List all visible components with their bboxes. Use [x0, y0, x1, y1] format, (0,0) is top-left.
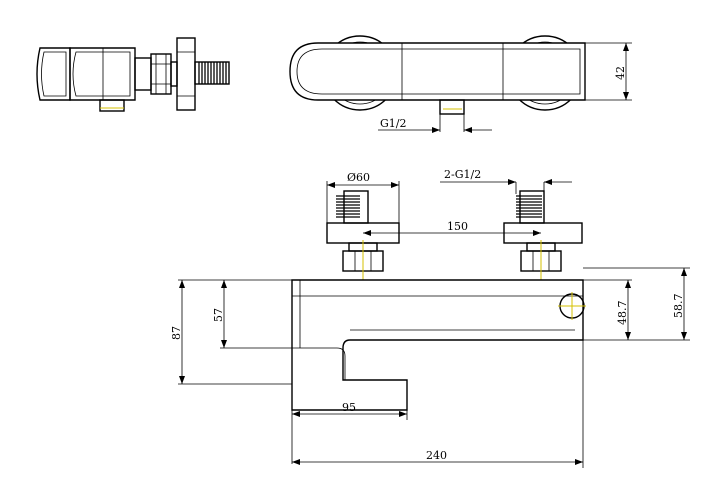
dim-48-7: 48.7: [616, 301, 629, 326]
dim-g12-side: G1/2: [380, 117, 407, 130]
dim-240: 240: [426, 449, 447, 462]
dim-57: 57: [212, 308, 225, 322]
left-inlet-thread: [336, 195, 360, 218]
dim-diameter-60: Ø60: [347, 171, 370, 184]
dim-42: 42: [614, 66, 627, 80]
side-view: 42 G1/2: [289, 35, 632, 133]
end-view: [36, 37, 230, 112]
dim-95: 95: [342, 401, 356, 414]
dim-150: 150: [447, 220, 468, 233]
dim-87: 87: [170, 326, 183, 340]
thread-hatch: [198, 62, 227, 84]
dim-58-7: 58.7: [672, 294, 685, 319]
front-view: Ø60 2-G1/2 150 87 57 48.7: [170, 168, 690, 468]
right-inlet-thread: [516, 195, 542, 218]
dim-2-g12: 2-G1/2: [444, 168, 481, 181]
